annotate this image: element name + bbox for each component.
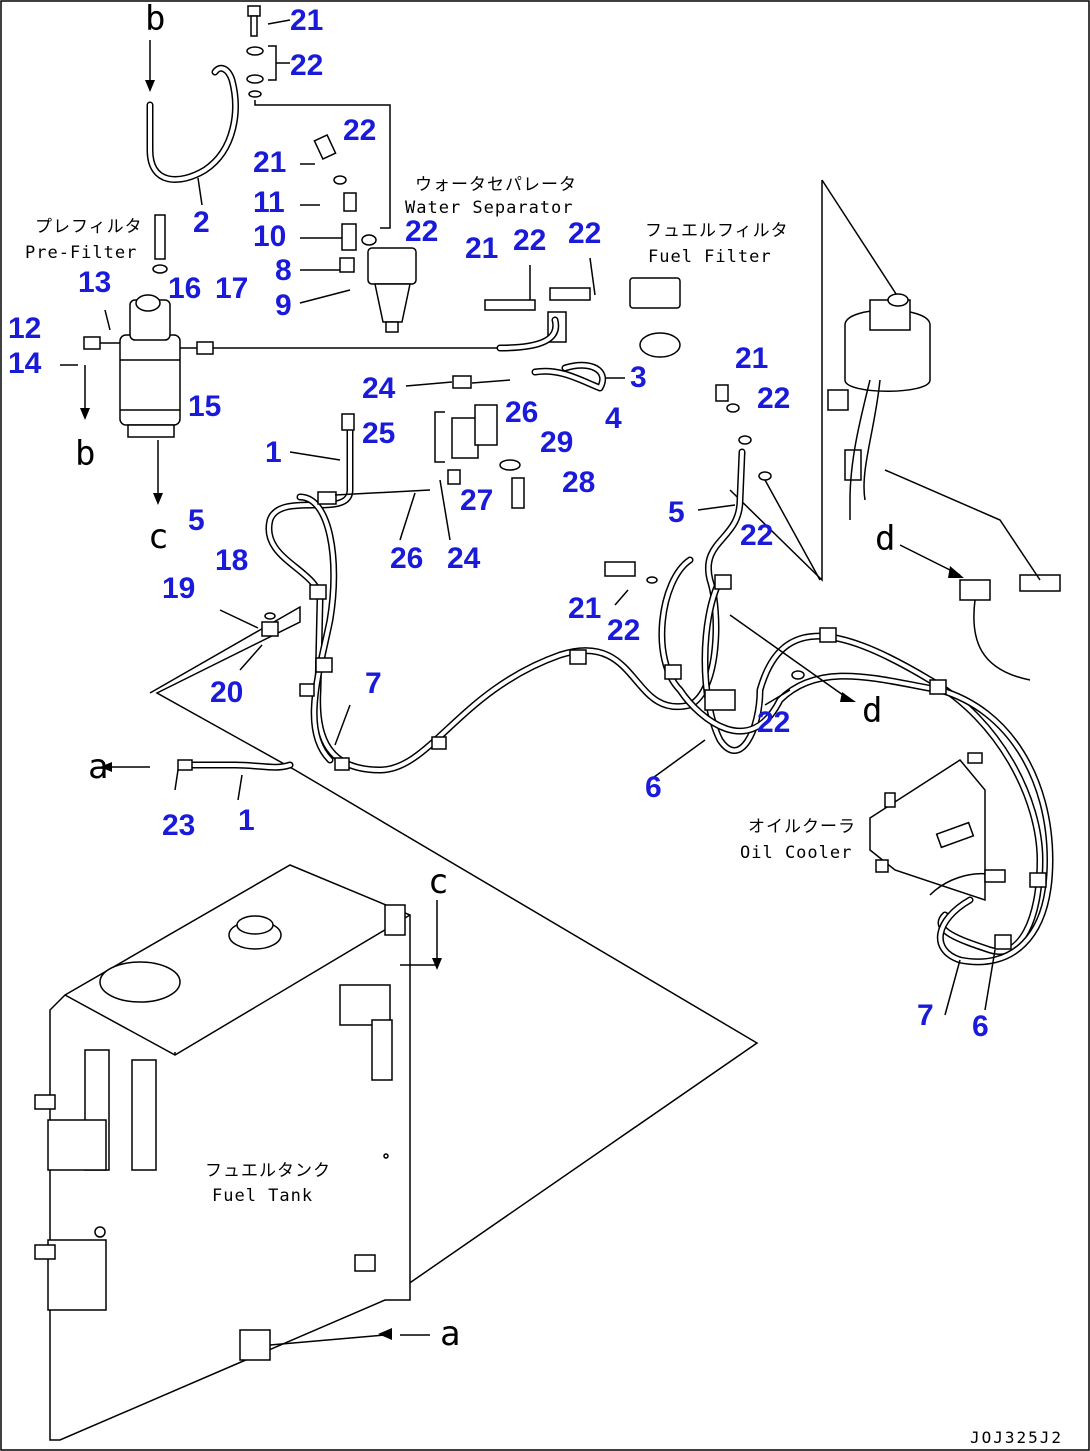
callout-21: 21 <box>735 342 768 375</box>
callout-17: 17 <box>215 272 248 305</box>
water-separator <box>313 133 417 333</box>
callout-5: 5 <box>188 504 205 537</box>
callout-6: 6 <box>972 1010 989 1043</box>
plane-outline <box>149 605 759 1306</box>
caption-label: Oil Cooler <box>740 843 852 863</box>
oil-cooler <box>869 752 986 902</box>
caption-label: Fuel Tank <box>212 1186 313 1206</box>
callout-22: 22 <box>343 114 376 147</box>
callout-7: 7 <box>365 667 382 700</box>
arrow-letter-c: c <box>148 517 168 557</box>
caption-label: フュエルフィルタ <box>645 221 789 241</box>
caption-label: Water Separator <box>405 198 574 218</box>
callout-4: 4 <box>605 402 622 435</box>
caption-label: Fuel Filter <box>648 247 772 267</box>
callout-22: 22 <box>740 519 773 552</box>
callout-22: 22 <box>290 49 323 82</box>
callout-21: 21 <box>290 4 323 37</box>
callout-3: 3 <box>630 361 647 394</box>
callout-15: 15 <box>188 390 221 423</box>
callout-16: 16 <box>168 272 201 305</box>
arrow-letter-d: d <box>862 691 882 731</box>
arrow-reference-letters: b b c a d d c a <box>75 0 895 1354</box>
callout-7: 7 <box>917 999 934 1032</box>
callout-22: 22 <box>405 215 438 248</box>
callout-21: 21 <box>568 592 601 625</box>
arrow-letter-b: b <box>75 434 95 474</box>
callout-28: 28 <box>562 466 595 499</box>
callout-26: 26 <box>505 396 538 429</box>
callout-22: 22 <box>513 224 546 257</box>
callout-26: 26 <box>390 542 423 575</box>
callout-24: 24 <box>447 542 481 575</box>
detail-box-diagonal <box>821 179 901 301</box>
callout-14: 14 <box>8 347 42 380</box>
callout-23: 23 <box>162 809 195 842</box>
callout-21: 21 <box>465 232 498 265</box>
caption-label: プレフィルタ <box>35 217 143 237</box>
detail-box-outline <box>729 180 823 582</box>
callout-9: 9 <box>275 289 292 322</box>
arrow-letter-c: c <box>428 862 448 902</box>
callout-25: 25 <box>362 417 395 450</box>
hose-clamps <box>261 384 1047 950</box>
arrow-letter-a: a <box>88 747 108 787</box>
callout-22: 22 <box>568 217 601 250</box>
arrow-letter-a: a <box>440 1314 460 1354</box>
callout-11: 11 <box>253 186 285 219</box>
pre-filter <box>83 214 214 438</box>
callout-12: 12 <box>8 312 41 345</box>
callout-2: 2 <box>193 206 210 239</box>
callout-13: 13 <box>78 266 111 299</box>
callout-1: 1 <box>238 804 255 837</box>
detail-unit <box>827 293 1061 601</box>
caption-label: オイルクーラ <box>748 817 856 837</box>
callout-8: 8 <box>275 254 292 287</box>
bracket-25 <box>447 375 525 509</box>
callout-27: 27 <box>460 484 493 517</box>
callout-22: 22 <box>757 382 790 415</box>
callout-21: 21 <box>253 146 286 179</box>
fuel-tank <box>34 864 411 1441</box>
callout-5: 5 <box>668 496 685 529</box>
bolt-21-top <box>246 5 264 98</box>
callout-22: 22 <box>757 706 790 739</box>
arrow-letter-d: d <box>875 519 895 559</box>
callout-20: 20 <box>210 676 243 709</box>
callout-10: 10 <box>253 220 286 253</box>
callout-22: 22 <box>607 614 640 647</box>
fuel-filter <box>484 277 681 358</box>
callout-1: 1 <box>265 436 282 469</box>
caption-label: Pre-Filter <box>25 243 137 263</box>
caption-label: ウォータセパレータ <box>415 175 577 195</box>
callout-18: 18 <box>215 544 248 577</box>
caption-label: フュエルタンク <box>205 1161 331 1181</box>
callout-19: 19 <box>162 572 195 605</box>
callout-6: 6 <box>645 771 662 804</box>
arrow-letter-b: b <box>145 0 165 39</box>
callout-24: 24 <box>362 372 396 405</box>
callout-29: 29 <box>540 426 573 459</box>
drawing-code: JOJ325J2 <box>970 1428 1063 1447</box>
component-captions: ウォータセパレータ Water Separator プレフィルタ Pre-Filter… <box>25 175 856 1206</box>
